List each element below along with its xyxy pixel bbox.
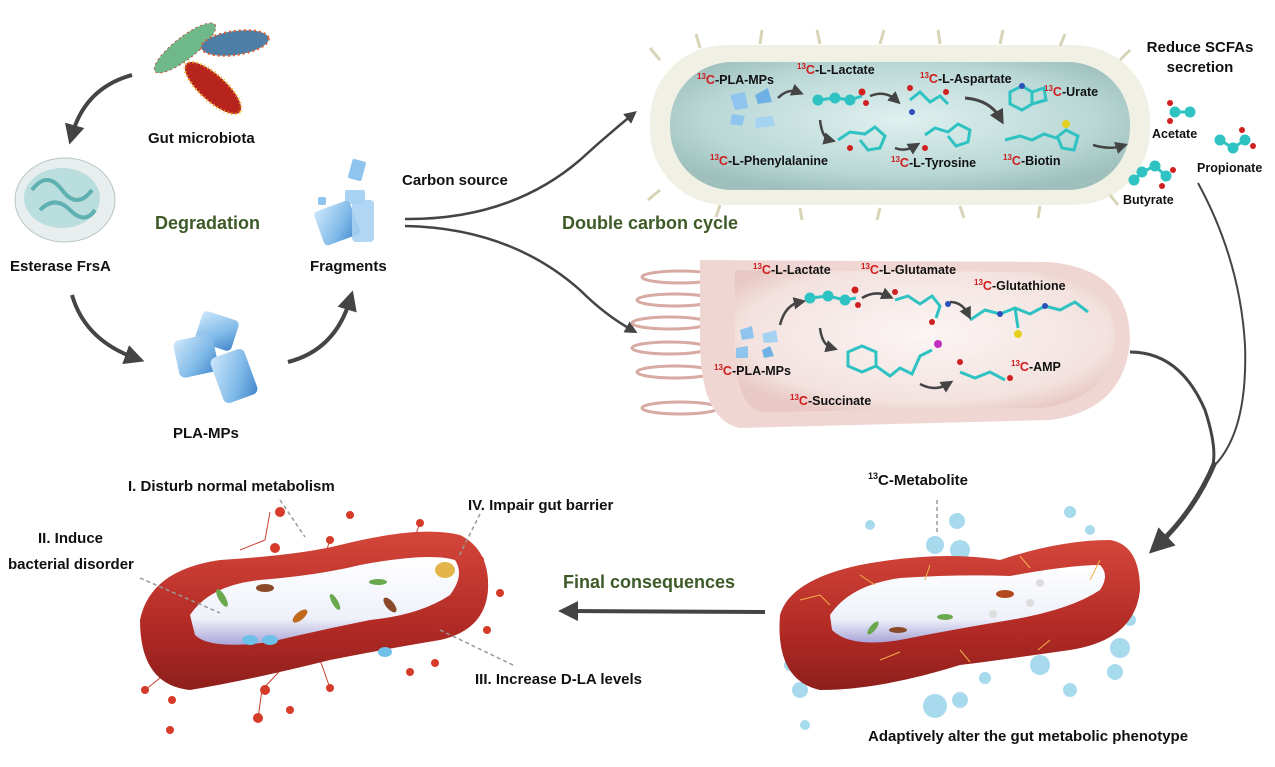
bottom-label-pla-mps: 13C-PLA-MPs [714,363,791,378]
bacterium-red-yellow-icon [183,60,243,116]
molecule-l-aspartate-icon [907,85,950,115]
right-gut-bacteria-icon [867,579,1044,635]
bottom-label-glutathione: 13C-Glutathione [974,278,1066,293]
arrow-top-1 [777,83,804,99]
top-label-l-aspartate: 13C-L-Aspartate [920,71,1012,86]
top-label-l-phenylalanine: 13C-L-Phenylalanine [710,153,828,168]
bottom-label-l-glutamate: 13C-L-Glutamate [861,262,957,277]
double-carbon-cycle-label: Double carbon cycle [562,213,739,233]
arrow-bottom-3 [949,300,971,320]
top-label-pla-mps: 13C-PLA-MPs [697,72,774,87]
arrow-bottom-2 [861,287,894,300]
molecule-l-tyrosine-icon [922,122,972,151]
arrow-plamps-to-fragments [287,290,357,364]
arrow-top-2 [869,91,901,105]
arrow-final-consequences [558,601,766,622]
top-label-l-tyrosine: 13C-L-Tyrosine [891,155,977,170]
arrow-top-3 [818,119,837,145]
effect-induce-line2: bacterial disorder [8,556,134,573]
scfa-acetate-label: Acetate [1152,127,1198,141]
gut-microbiota-label: Gut microbiota [148,130,255,147]
effect-disturb-metabolism: I. Disturb normal metabolism [128,478,335,495]
carbon-source-label: Carbon source [402,172,508,189]
top-bacterium-illustration [647,29,1150,221]
left-gut-bacteria-icon [216,562,455,657]
arrow-esterase-to-plamps [70,294,145,365]
degradation-label: Degradation [155,213,261,233]
molecule-succinate-icon [846,340,942,378]
top-microplastic-pieces-icon [730,88,775,128]
arrow-bottom-4 [818,327,838,353]
arrow-microbiota-to-esterase [65,73,133,145]
arrow-carbon-source-upper [404,111,637,221]
arrow-top-to-scfa [1092,142,1128,154]
bacterium-blue-red-icon [200,29,270,57]
molecule-l-phenylalanine-icon [837,125,887,152]
arrow-merged-to-right-gut [1148,461,1218,554]
molecule-acetate-icon [1167,100,1196,124]
arrow-scfa-to-gut [1197,182,1247,466]
bottom-label-amp: 13C-AMP [1011,359,1061,374]
top-label-urate: 13C-Urate [1044,84,1099,99]
pointer-line-disturb-metabolism [279,499,306,538]
top-label-biotin: 13C-Biotin [1003,153,1061,168]
effect-induce-line1: II. Induce [38,530,104,547]
effect-impair-barrier: IV. Impair gut barrier [468,497,614,514]
top-label-l-lactate: 13C-L-Lactate [797,62,875,77]
right-gut-caption: Adaptively alter the gut metabolic pheno… [868,728,1189,745]
molecule-biotin-icon [1004,120,1080,152]
arrow-carbon-source-lower [404,224,638,334]
arrow-bottom-5 [919,380,954,393]
scfa-propionate-label: Propionate [1197,161,1263,175]
molecule-glutathione-icon [969,300,1089,338]
scfa-title-line1: Reduce SCFAs [1146,39,1254,56]
fragments-label: Fragments [310,258,387,275]
effect-increase-dla: III. Increase D-LA levels [475,671,643,688]
molecule-bottom-lactate-icon [804,286,861,308]
fragments-crystals-icon [314,158,374,246]
bottom-label-succinate: 13C-Succinate [790,393,872,408]
final-consequences-label: Final consequences [563,572,736,592]
plamps-label: PLA-MPs [173,425,239,442]
molecule-urate-icon [1008,83,1048,112]
pla-mps-crystals-icon [173,311,258,404]
molecule-butyrate-icon [1128,160,1176,189]
metabolite-label: 13C-Metabolite [868,471,969,489]
pointer-line-gut-barrier [457,513,481,559]
bottom-label-l-lactate: 13C-L-Lactate [753,262,831,277]
arrow-bottom-bacterium-to-gut [1129,350,1216,469]
arrow-top-4 [894,142,921,155]
molecule-l-lactate-icon [812,88,869,106]
bacterium-green-icon [153,22,217,74]
gut-microbiota-illustration [153,22,270,116]
right-gut-illustration [779,506,1140,730]
bottom-microplastic-pieces-icon [736,326,778,358]
arrow-bottom-1 [778,297,807,326]
left-gut-illustration [140,507,504,734]
esterase-protein-icon [14,157,116,243]
pointer-line-bacterial-disorder [139,577,221,614]
scfa-butyrate-label: Butyrate [1123,193,1174,207]
arrow-top-5 [964,96,1004,125]
scfa-title-line2: secretion [1166,59,1234,76]
molecule-propionate-icon [1214,127,1256,154]
esterase-label: Esterase FrsA [10,258,111,275]
molecule-amp-icon [957,359,1013,382]
